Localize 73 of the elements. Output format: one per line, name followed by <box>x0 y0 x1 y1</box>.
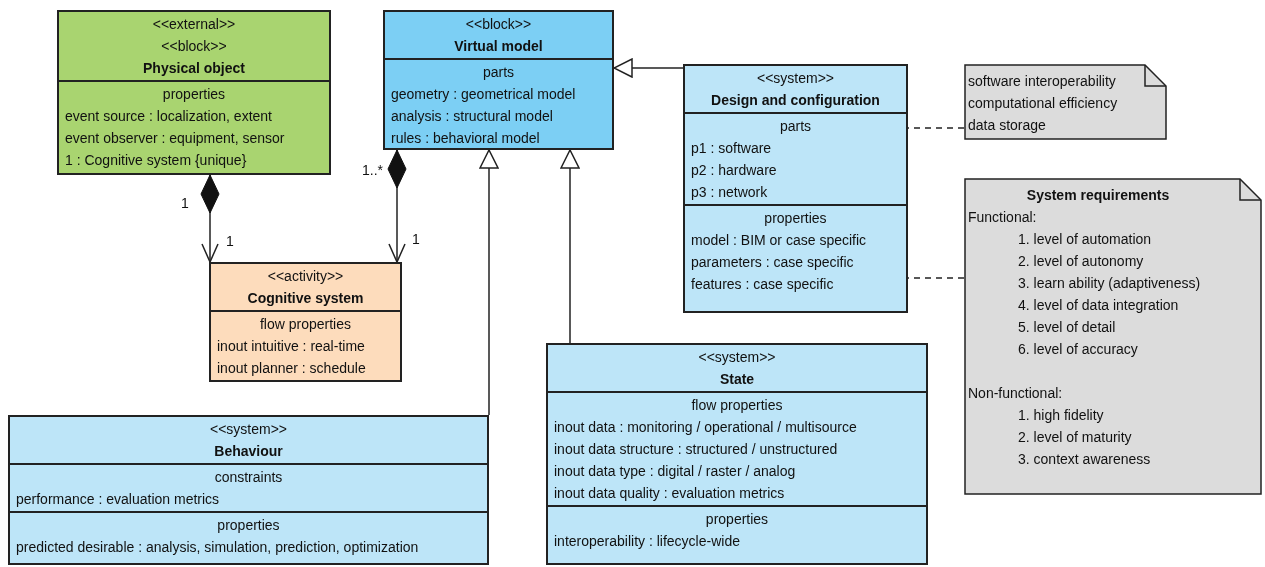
multiplicity-label: 1 <box>226 233 234 249</box>
class-name: State <box>719 370 755 389</box>
compartment-title: properties <box>162 85 226 104</box>
stereotype-label: <<block>> <box>161 37 227 56</box>
compartment-title: properties <box>705 510 769 529</box>
note-text: software interoperability <box>968 72 1116 91</box>
note-heading: Non-functional: <box>968 384 1063 403</box>
stereotype-label: <<system>> <box>209 420 287 439</box>
attribute-text: p3 : network <box>691 183 768 202</box>
attribute-text: performance : evaluation metrics <box>16 490 220 509</box>
compartment-title: properties <box>217 516 280 535</box>
list-item: 4. level of data integration <box>1017 296 1179 315</box>
list-item: 3. learn ability (adaptiveness) <box>1017 274 1201 293</box>
class-block <box>209 262 402 382</box>
class-block <box>683 64 908 313</box>
attribute-text: inout data type : digital / raster / analog <box>554 462 796 481</box>
list-item: 2. level of autonomy <box>1017 252 1144 271</box>
attribute-text: inout data quality : evaluation metrics <box>554 484 785 503</box>
class-name: Cognitive system <box>247 289 364 308</box>
class-name: Virtual model <box>454 37 543 56</box>
compartment-title: flow properties <box>259 315 351 334</box>
note-heading: Functional: <box>968 208 1037 227</box>
composition-arrow <box>200 174 220 263</box>
list-item: 6. level of accuracy <box>1017 340 1138 359</box>
generalization-arrow <box>613 58 684 78</box>
note-title: System requirements <box>1026 186 1171 205</box>
compartment-title: properties <box>764 209 827 228</box>
list-item: 2. level of maturity <box>1017 428 1132 447</box>
attribute-text: model : BIM or case specific <box>691 231 867 250</box>
attribute-text: p1 : software <box>691 139 772 158</box>
compartment-title: parts <box>779 117 812 136</box>
attribute-text: geometry : geometrical model <box>391 85 576 104</box>
attribute-text: parameters : case specific <box>691 253 854 272</box>
stereotype-label: <<activity>> <box>267 267 344 286</box>
composition-arrow <box>387 149 407 263</box>
attribute-text: event observer : equipment, sensor <box>65 129 285 148</box>
multiplicity-label: 1..* <box>362 162 383 178</box>
list-item: 3. context awareness <box>1017 450 1151 469</box>
list-item: 1. level of automation <box>1017 230 1152 249</box>
multiplicity-label: 1 <box>181 195 189 211</box>
list-item: 5. level of detail <box>1017 318 1116 337</box>
attribute-text: inout intuitive : real-time <box>217 337 365 356</box>
attribute-text: rules : behavioral model <box>391 129 540 148</box>
class-name: Behaviour <box>214 442 283 461</box>
list-item: 1. high fidelity <box>1017 406 1104 425</box>
stereotype-label: <<system>> <box>698 348 776 367</box>
class-block <box>546 343 928 565</box>
multiplicity-label: 1 <box>412 231 420 247</box>
class-name: Physical object <box>143 59 245 78</box>
compartment-title: flow properties <box>691 396 783 415</box>
attribute-text: predicted desirable : analysis, simulation, prediction, optimization <box>16 538 419 557</box>
class-block <box>8 415 489 565</box>
attribute-text: analysis : structural model <box>391 107 553 126</box>
note-text: data storage <box>968 116 1046 135</box>
attribute-text: p2 : hardware <box>691 161 777 180</box>
generalization-arrow <box>479 149 499 416</box>
attribute-text: inout data structure : structured / unstructured <box>554 440 838 459</box>
compartment-title: constraints <box>214 468 283 487</box>
stereotype-label: <<block>> <box>465 15 532 34</box>
class-block <box>57 10 331 175</box>
class-name: Design and configuration <box>711 91 880 110</box>
class-block <box>383 10 614 150</box>
note-text: computational efficiency <box>968 94 1118 113</box>
attribute-text: inout planner : schedule <box>217 359 366 378</box>
attribute-text: 1 : Cognitive system {unique} <box>65 151 247 170</box>
attribute-text: interoperability : lifecycle-wide <box>554 532 740 551</box>
attribute-text: event source : localization, extent <box>65 107 272 126</box>
compartment-title: parts <box>482 63 515 82</box>
stereotype-label: <<external>> <box>152 15 236 34</box>
generalization-arrow <box>560 149 580 344</box>
attribute-text: features : case specific <box>691 275 834 294</box>
attribute-text: inout data : monitoring / operational / multisource <box>554 418 857 437</box>
stereotype-label: <<system>> <box>756 69 834 88</box>
